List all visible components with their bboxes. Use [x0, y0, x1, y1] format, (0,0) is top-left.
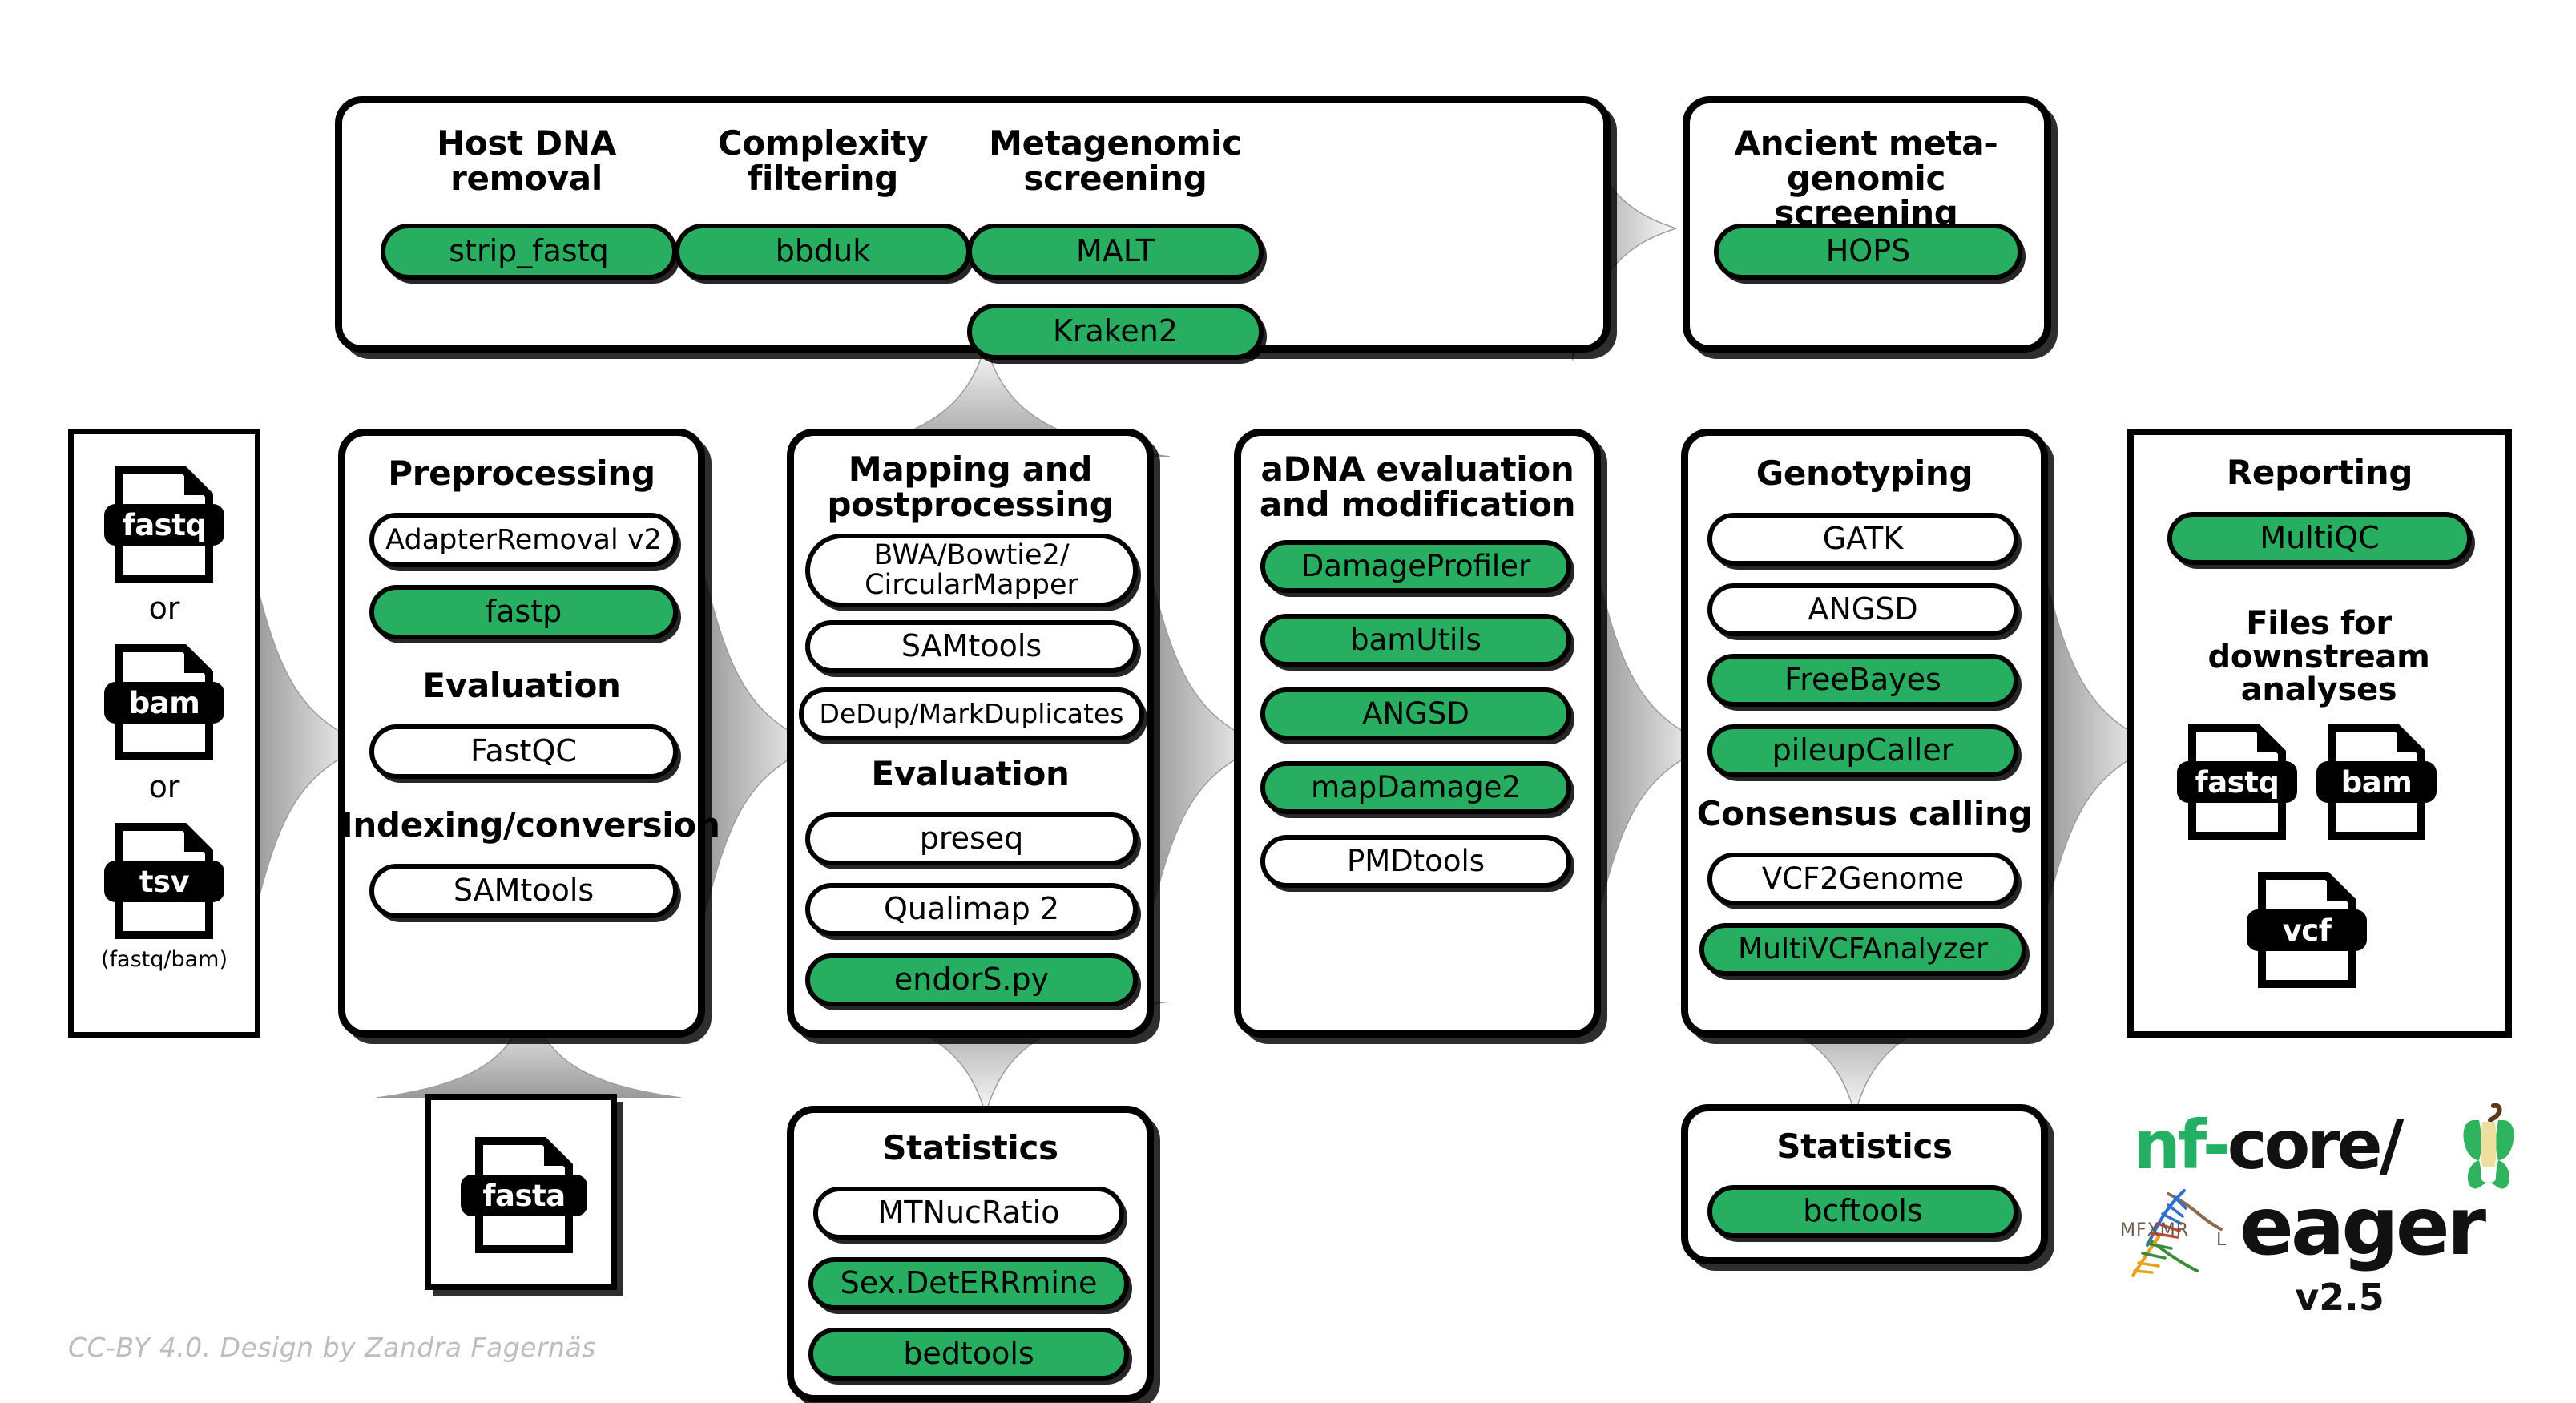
- tool-pill-mapdamage2[interactable]: mapDamage2: [1260, 761, 1571, 814]
- tool-pill-endors-py[interactable]: endorS.py: [805, 953, 1138, 1006]
- reporting-panel-title: Reporting: [2226, 453, 2413, 492]
- tool-pill-samtools-mapping[interactable]: SAMtools: [805, 620, 1138, 673]
- tool-pill-bamutils[interactable]: bamUtils: [1260, 614, 1571, 667]
- or-label-2: or: [148, 769, 180, 804]
- file-ext-label: vcf: [2247, 909, 2367, 951]
- or-label-1: or: [148, 591, 180, 626]
- tool-pill-preseq[interactable]: preseq: [805, 812, 1138, 865]
- tool-pill-bcftools[interactable]: bcftools: [1707, 1185, 2018, 1238]
- screening-col-3-title: Metagenomic screening: [989, 123, 1242, 198]
- tool-pill-bedtools[interactable]: bedtools: [808, 1328, 1129, 1381]
- mapping-panel: Mapping and postprocessing BWA/Bowtie2/ …: [787, 429, 1154, 1038]
- input-files-note: (fastq/bam): [101, 947, 228, 972]
- file-icon-fastq: fastq: [104, 466, 224, 583]
- file-icon-bam: bam: [104, 644, 224, 760]
- mapping-subhead-evaluation: Evaluation: [871, 754, 1070, 793]
- file-ext-label: tsv: [104, 861, 224, 902]
- svg-text:L: L: [2216, 1230, 2227, 1250]
- statistics-right-title: Statistics: [1776, 1127, 1953, 1166]
- tool-pill-strip-fastq[interactable]: strip_fastq: [381, 224, 677, 280]
- logo-version: v2.5: [2295, 1276, 2385, 1319]
- tool-pill-vcf2genome[interactable]: VCF2Genome: [1707, 853, 2018, 905]
- tool-pill-sex-determine[interactable]: Sex.DetERRmine: [808, 1257, 1129, 1310]
- adna-panel: aDNA evaluation and modification DamageP…: [1234, 429, 1601, 1038]
- logo-nf-text: nf-: [2133, 1106, 2231, 1184]
- preprocessing-subhead-indexing: Indexing/conversion: [341, 805, 720, 845]
- mapping-panel-title: Mapping and postprocessing: [827, 450, 1114, 524]
- file-ext-label: fastq: [104, 504, 224, 546]
- preprocessing-panel-title: Preprocessing: [388, 454, 655, 493]
- tool-pill-pmdtools[interactable]: PMDtools: [1260, 835, 1571, 888]
- preprocessing-panel: Preprocessing AdapterRemoval v2 fastp Ev…: [338, 429, 720, 1038]
- statistics-panel-left: Statistics MTNucRatio Sex.DetERRmine bed…: [787, 1106, 1154, 1402]
- preprocessing-subhead-evaluation: Evaluation: [422, 666, 621, 705]
- logo-core-text: core/: [2227, 1106, 2405, 1184]
- genotyping-panel: Genotyping GATK ANGSD FreeBayes pileupCa…: [1681, 429, 2048, 1038]
- file-ext-label: bam: [2316, 761, 2437, 803]
- tool-pill-bbduk[interactable]: bbduk: [675, 224, 971, 280]
- nf-core-eager-logo: nf-core/ eager: [2099, 1098, 2548, 1338]
- tool-pill-kraken2[interactable]: Kraken2: [967, 304, 1264, 360]
- logo-wordmark-bottom: eager: [2239, 1179, 2486, 1273]
- file-icon-tsv: tsv: [104, 823, 224, 939]
- credit-text: CC-BY 4.0. Design by Zandra Fagernäs: [68, 1332, 596, 1363]
- file-ext-label: bam: [104, 682, 224, 724]
- tool-pill-multiqc[interactable]: MultiQC: [2167, 512, 2472, 565]
- ancient-panel-title: Ancient meta- genomic screening: [1734, 123, 1998, 233]
- input-files-panel: fastq or bam or tsv (fastq/bam): [68, 429, 260, 1038]
- apple-core-icon: [2461, 1103, 2516, 1192]
- screening-panel: Host DNA removal strip_fastq Complexity …: [335, 96, 1611, 360]
- tool-pill-mtnucratio[interactable]: MTNucRatio: [813, 1187, 1124, 1240]
- file-icon-vcf-output: vcf: [2247, 872, 2367, 988]
- file-icon-fastq-output: fastq: [2177, 724, 2297, 840]
- tool-pill-adapterremoval[interactable]: AdapterRemoval v2: [369, 513, 678, 567]
- screening-col-1-title: Host DNA removal: [437, 123, 616, 198]
- file-ext-label: fastq: [2177, 761, 2297, 803]
- tool-pill-damageprofiler[interactable]: DamageProfiler: [1260, 540, 1571, 593]
- tool-pill-dedup-markduplicates[interactable]: DeDup/MarkDuplicates: [799, 687, 1144, 740]
- tool-pill-gatk[interactable]: GATK: [1707, 513, 2018, 566]
- file-ext-label: fasta: [461, 1175, 587, 1216]
- svg-text:MFXMR: MFXMR: [2120, 1220, 2189, 1240]
- file-icon-fasta: fasta: [461, 1137, 587, 1253]
- ancient-screening-panel: Ancient meta- genomic screening HOPS: [1683, 96, 2051, 353]
- tool-pill-freebayes[interactable]: FreeBayes: [1707, 654, 2018, 707]
- tool-pill-malt[interactable]: MALT: [967, 224, 1264, 280]
- screening-col-2-title: Complexity filtering: [717, 123, 929, 198]
- tool-pill-fastqc[interactable]: FastQC: [369, 724, 678, 779]
- genotyping-subhead-consensus: Consensus calling: [1696, 794, 2033, 833]
- reference-panel: fasta: [425, 1094, 617, 1290]
- genotyping-panel-title: Genotyping: [1756, 454, 1973, 493]
- reporting-panel: Reporting MultiQC Files for downstream a…: [2127, 429, 2512, 1038]
- file-icon-bam-output: bam: [2316, 724, 2437, 840]
- dna-helix-icon: MFXMR L: [2118, 1187, 2247, 1288]
- adna-panel-title: aDNA evaluation and modification: [1259, 450, 1576, 524]
- tool-pill-angsd-adna[interactable]: ANGSD: [1260, 687, 1571, 740]
- tool-pill-fastp[interactable]: fastp: [369, 585, 678, 639]
- tool-pill-bwa-bowtie2-circularmapper[interactable]: BWA/Bowtie2/ CircularMapper: [805, 534, 1138, 607]
- tool-pill-hops[interactable]: HOPS: [1714, 224, 2022, 280]
- reporting-subhead-downstream: Files for downstream analyses: [2207, 605, 2430, 709]
- tool-pill-angsd-genotyping[interactable]: ANGSD: [1707, 583, 2018, 636]
- statistics-left-title: Statistics: [882, 1128, 1058, 1167]
- tool-pill-qualimap2[interactable]: Qualimap 2: [805, 883, 1138, 936]
- logo-wordmark-top: nf-core/: [2133, 1106, 2405, 1184]
- statistics-panel-right: Statistics bcftools: [1681, 1104, 2048, 1264]
- tool-pill-multivcfanalyzer[interactable]: MultiVCFAnalyzer: [1699, 923, 2026, 976]
- tool-pill-samtools-preproc[interactable]: SAMtools: [369, 864, 678, 918]
- tool-pill-pileupcaller[interactable]: pileupCaller: [1707, 724, 2018, 777]
